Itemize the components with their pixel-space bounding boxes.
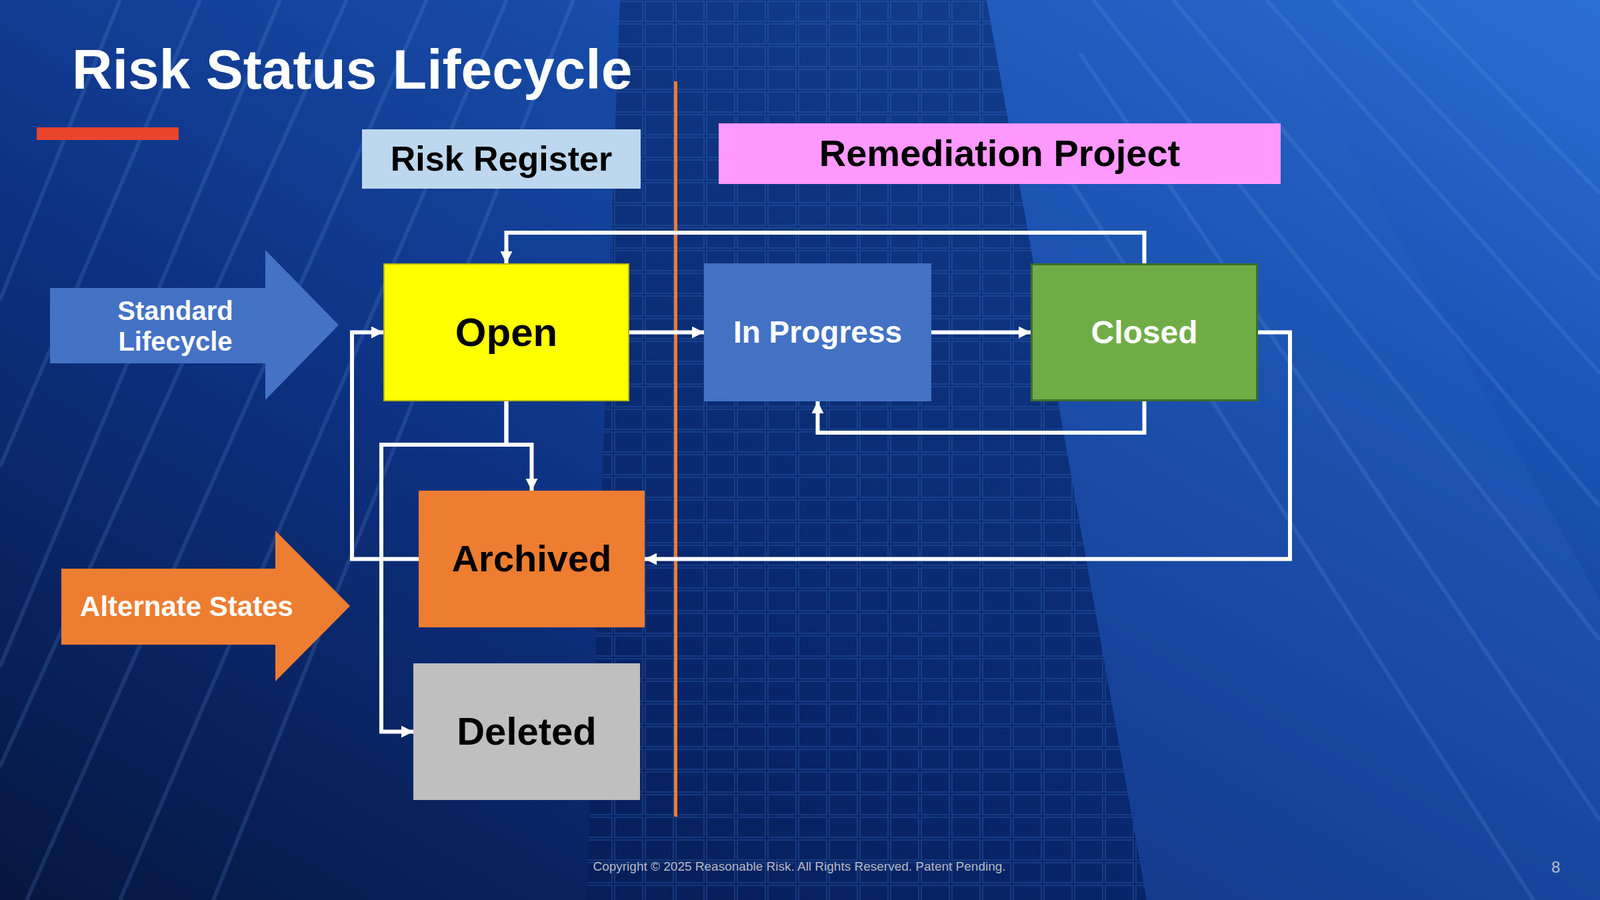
section-header: Risk Register (362, 129, 641, 189)
flow-connector (931, 330, 1031, 335)
node-label: Deleted (456, 709, 597, 754)
flow-connector (629, 330, 704, 335)
node-label: Open (455, 309, 558, 356)
node-label: Alternate States (80, 590, 294, 623)
node-label: Closed (1090, 314, 1198, 351)
section-header: Remediation Project (718, 123, 1281, 184)
status-box: In Progress (704, 263, 932, 402)
copyright-note: Copyright © 2025 Reasonable Risk. All Ri… (592, 859, 1006, 874)
status-box: Deleted (413, 663, 640, 800)
node-label: Standard Lifecycle (63, 295, 288, 357)
arrow-outline (50, 250, 339, 400)
arrow-outline (61, 530, 350, 682)
arrow-text-area: Standard Lifecycle (63, 288, 288, 364)
status-box: Closed (1030, 263, 1258, 402)
node-label: Remediation Project (819, 132, 1180, 175)
lane-arrow: Standard Lifecycle (50, 250, 339, 400)
node-label: Archived (452, 537, 612, 580)
node-label: In Progress (733, 314, 902, 350)
status-box: Archived (418, 490, 645, 628)
flow-connector (506, 401, 532, 491)
divider-line (674, 81, 678, 817)
node-label: Risk Register (390, 139, 612, 180)
lane-arrow: Alternate States (61, 530, 350, 682)
status-box: Open (383, 263, 630, 402)
page-number: 8 (1551, 858, 1560, 877)
slide-title: Risk Status Lifecycle (72, 41, 632, 98)
flow-connector (506, 232, 1145, 264)
title-underline (36, 127, 179, 140)
arrow-text-area: Alternate States (74, 568, 299, 645)
flow-connector (818, 401, 1145, 433)
